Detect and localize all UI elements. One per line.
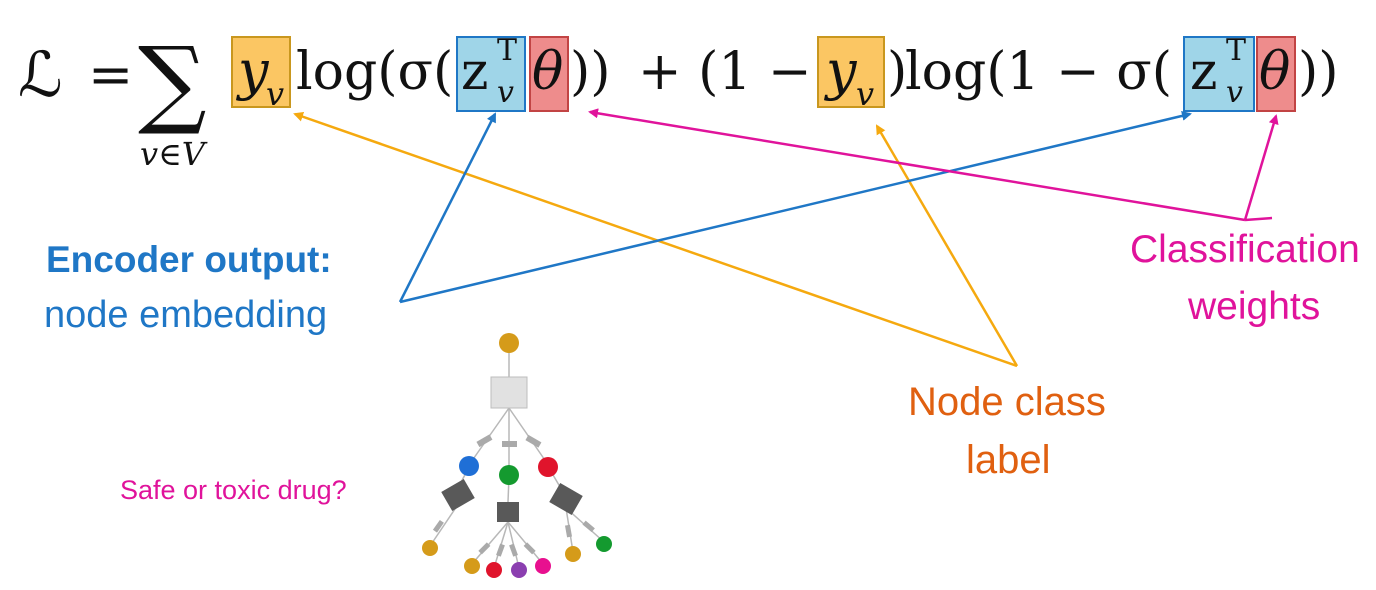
weights-arrow-2	[1243, 114, 1279, 221]
label-y-1-subscript: v	[266, 75, 285, 113]
equals-sign: =	[88, 43, 134, 106]
plus-one-minus: + (1 −	[638, 42, 812, 102]
sum-symbol: ∑	[138, 26, 207, 138]
embedding-arrow-2	[399, 110, 1192, 304]
theta-1: θ	[532, 42, 564, 102]
label-y-2-subscript: v	[856, 75, 875, 113]
weights-highlight-1	[529, 36, 569, 112]
close-paren-2: ))	[1298, 42, 1339, 102]
embedding-arrow-1	[398, 112, 497, 303]
classification-weights-line1: Classification	[1130, 228, 1360, 271]
embedding-z-1-subscript: v	[497, 75, 514, 110]
log-sigma-open-1: log(σ(	[296, 42, 454, 102]
node-class-label-line1: Node class	[908, 380, 1106, 424]
embedding-z-2-transpose: T	[1226, 33, 1247, 68]
theta-2: θ	[1259, 42, 1291, 102]
sum-subscript: v∈V	[140, 135, 205, 173]
label-y-2: y	[826, 39, 857, 102]
embedding-z-2: z	[1190, 42, 1218, 102]
weights-arrow-1-seg	[1244, 216, 1273, 222]
close-paren-1: ))	[570, 42, 611, 102]
loss-symbol: ℒ	[18, 38, 63, 111]
embedding-highlight-1	[456, 36, 526, 112]
log-one-minus-sigma-open: log(1 − σ(	[905, 42, 1173, 102]
label-highlight-1	[231, 36, 291, 108]
embedding-z-2-subscript: v	[1226, 75, 1243, 110]
label-y-1: y	[238, 39, 269, 102]
embedding-highlight-2	[1183, 36, 1255, 112]
node-class-label-line2: label	[966, 438, 1051, 482]
embedding-z-1: z	[461, 42, 489, 102]
node-class-arrow-2	[875, 124, 1019, 367]
embedding-z-1-transpose: T	[497, 33, 518, 68]
computation-graph	[422, 333, 612, 578]
weights-arrow-1	[588, 108, 1246, 222]
encoder-output-subtitle: node embedding	[44, 294, 328, 336]
label-highlight-2	[817, 36, 885, 108]
close-paren-y: )	[887, 42, 908, 102]
classification-weights-line2: weights	[1188, 285, 1321, 328]
safe-or-toxic-question: Safe or toxic drug?	[120, 475, 347, 505]
weights-highlight-2	[1256, 36, 1296, 112]
encoder-output-title: Encoder output:	[46, 239, 332, 280]
